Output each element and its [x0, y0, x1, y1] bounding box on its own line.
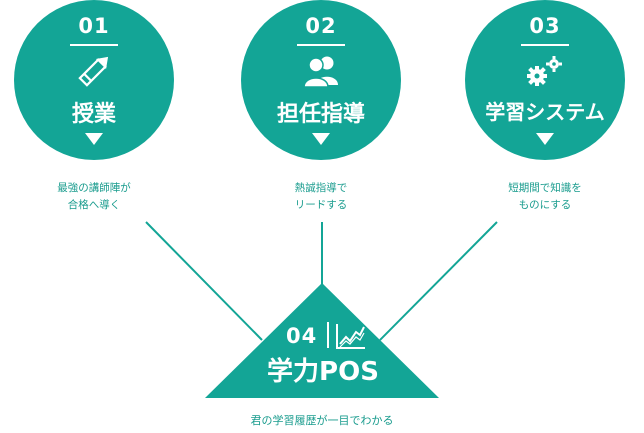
step-circle-3: 03 学習システム: [465, 0, 625, 160]
step-circle-2: 02 担任指導: [241, 0, 401, 160]
step-title: 担任指導: [276, 102, 365, 127]
people-icon: [303, 56, 338, 88]
desc-line: 最強の講師陣が: [57, 182, 131, 194]
step-circle-1: 01 授業: [14, 0, 174, 160]
step-number: 03: [529, 14, 561, 38]
pyramid-number: 04: [286, 324, 318, 348]
desc-line: 熱誠指導で: [294, 182, 348, 194]
step-title: 学習システム: [485, 100, 605, 124]
down-arrow-icon: [536, 133, 554, 145]
connector-line-1: [145, 221, 263, 341]
desc-line: 合格へ導く: [67, 199, 121, 211]
desc-line: 短期間で知識を: [508, 182, 582, 194]
number-underline: [70, 44, 118, 46]
gears-icon: [527, 56, 562, 86]
pyramid-description: 君の学習履歴が一目でわかる: [250, 414, 394, 427]
number-underline: [297, 44, 345, 46]
line-chart-icon: [336, 324, 365, 349]
connector-line-3: [379, 221, 498, 341]
step-description-3: 短期間で知識を ものにする: [465, 180, 625, 214]
down-arrow-icon: [312, 133, 330, 145]
number-underline: [521, 44, 569, 46]
step-description-2: 熱誠指導で リードする: [241, 180, 401, 214]
desc-line: リードする: [294, 199, 348, 211]
step-description-1: 最強の講師陣が 合格へ導く: [14, 180, 174, 214]
step-title: 授業: [71, 102, 116, 127]
down-arrow-icon: [85, 133, 103, 145]
pyramid-separator: [327, 322, 329, 348]
step-number: 01: [78, 14, 110, 38]
desc-line: ものにする: [518, 199, 572, 211]
pencil-icon: [78, 56, 109, 87]
pyramid-title: 学力POS: [267, 357, 379, 387]
step-number: 02: [305, 14, 337, 38]
